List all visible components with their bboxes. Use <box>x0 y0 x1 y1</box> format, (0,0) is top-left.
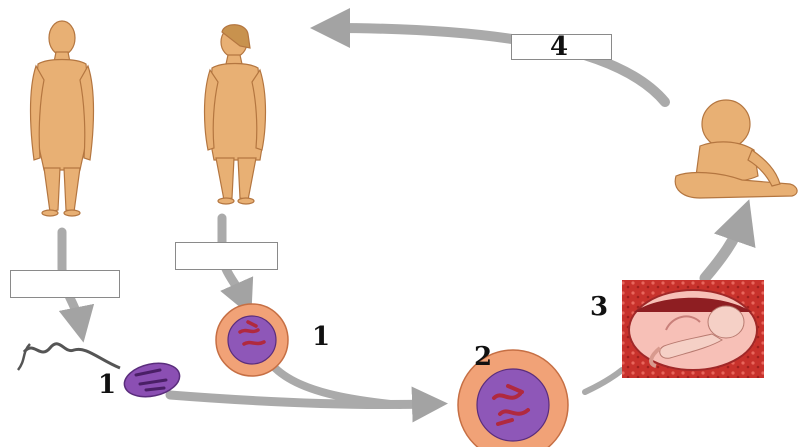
egg-stage-label: 1 <box>312 324 330 350</box>
answer-box-female-to-egg[interactable] <box>175 242 278 270</box>
sperm-stage-label: 1 <box>98 372 116 398</box>
female-figure-icon <box>205 25 266 204</box>
arrow-zygote-to-fetus <box>585 370 622 392</box>
stage-4-label: 4 <box>550 34 568 60</box>
male-figure-icon <box>31 21 94 216</box>
answer-box-male-to-sperm[interactable] <box>10 270 120 298</box>
zygote-stage-label: 2 <box>474 344 492 370</box>
arrow-baby-to-adults <box>330 28 665 102</box>
fetus-stage-label: 3 <box>590 294 608 320</box>
egg-cell-icon <box>216 304 288 376</box>
fetus-in-womb-icon <box>622 280 764 378</box>
baby-icon <box>675 100 797 198</box>
arrow-fetus-to-baby <box>705 220 742 278</box>
